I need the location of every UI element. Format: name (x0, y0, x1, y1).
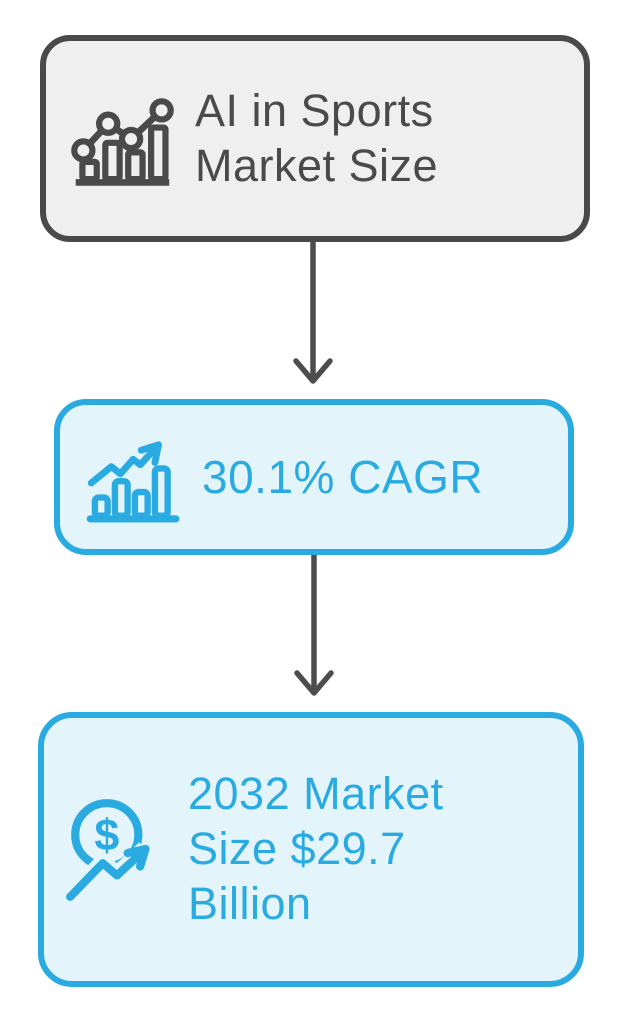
arrow-down-icon (294, 555, 334, 696)
dot-line-bar-chart-icon (71, 97, 174, 186)
dollar-trend-icon: $ (63, 798, 152, 903)
svg-text:$: $ (94, 810, 119, 860)
node-label: AI in Sports Market Size (195, 84, 439, 191)
node-cagr: 30.1% CAGR (54, 399, 574, 555)
arrow-down-icon (293, 242, 333, 384)
node-2032-market-size: $ 2032 Market Size $29.7 Billion (38, 712, 584, 987)
node-ai-sports-market-size: AI in Sports Market Size (40, 35, 590, 242)
trending-bar-chart-icon (86, 440, 180, 522)
node-label: 2032 Market Size $29.7 Billion (188, 768, 444, 929)
node-label: 30.1% CAGR (202, 450, 484, 503)
